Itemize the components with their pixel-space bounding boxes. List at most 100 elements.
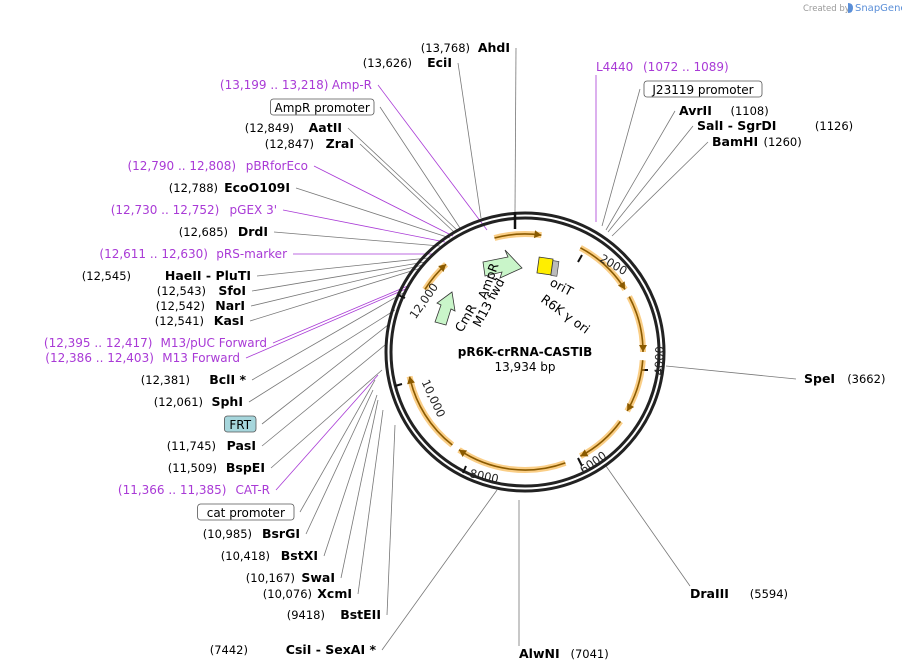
right-bamhi-name: BamHI [712,134,758,149]
left-m13-puc-forward-connector [272,284,411,344]
left-frt-label: FRT [229,418,251,432]
left-drdi-name: DrdI [238,224,268,239]
left-aatii-name: AatII [309,120,342,135]
right-j23119-promoter-label: J23119 promoter [651,83,753,97]
left-pasi-name: PasI [227,438,256,453]
right-spei-name: SpeI [804,371,835,386]
left-ecoo109i-name: EcoO109I [224,180,290,195]
right-spei-connector [665,365,797,380]
left-bsrgi-coord: (10,985) [203,527,252,541]
major-tick [397,294,406,299]
left-aatii-coord: (12,849) [245,121,294,135]
left-kasi-coord: (12,541) [155,314,204,328]
arc-top-right-arrowhead [617,281,626,290]
left-haeii-pluti-coord: (12,545) [82,269,131,283]
arc-right-3-arrowhead [580,449,589,457]
left-sfoi-coord: (12,543) [157,284,206,298]
right-draiii-coord: (5594) [750,587,788,601]
left-pgex-3-coord: (12,730 .. 12,752) [111,203,220,217]
left-xcmi-connector [357,409,384,595]
left-csii-sexai-name: CsiI - SexAI * [286,642,377,657]
right-l4440-name: L4440 [596,60,633,74]
tick-4000: 4000 [652,346,667,376]
left-amp-r-name: Amp-R [332,78,372,92]
left-bspei-name: BspEI [226,460,265,475]
feature-arcs [406,230,647,473]
left-ampr-promoter-connector [379,106,461,229]
left-bcli-coord: (12,381) [141,373,190,387]
left-kasi-name: KasI [214,313,244,328]
backbone-outer [384,211,666,493]
snapgene-brand: SnapGene [855,3,902,14]
left-csii-sexai-coord: (7442) [210,643,248,657]
left-drdi-coord: (12,685) [179,225,228,239]
left-bsteii-name: BstEII [340,607,381,622]
created-by-text: Created by [803,4,850,14]
left-haeii-pluti-name: HaeII - PluTI [165,268,251,283]
right-draiii-name: DraIII [690,586,729,601]
arc-bottom-left-arrowhead [407,376,415,385]
snapgene-logo-icon [848,3,853,13]
r6k-label: R6K γ ori [538,291,592,336]
major-tick [577,457,583,467]
right-bamhi-coord: (1260) [764,135,802,149]
left-m13-puc-forward-coord: (12,395 .. 12,417) [44,336,153,350]
plasmid-name: pR6K-crRNA-CASTIB [458,345,593,359]
arc-right-1 [626,295,646,353]
left-pgex-3-connector [282,209,446,243]
right-avrii-connector [605,110,676,231]
left-csii-sexai-connector [381,489,498,651]
left-drdi-connector [273,231,441,247]
left-ecoo109i-coord: (12,788) [169,181,218,195]
left-cat-r-name: CAT-R [235,483,270,497]
left-kasi-connector [249,267,422,322]
major-tick [394,383,403,387]
left-nari-coord: (12,542) [156,299,205,313]
left-m13-puc-forward-name: M13/pUC Forward [160,336,267,350]
arc-right-1-arrowhead [639,345,647,352]
left-zrai-coord: (12,847) [265,137,314,151]
left-pbrforeco-connector [313,165,454,237]
right-label-column: L4440(1072 .. 1089)J23119 promoterAvrII(… [519,60,885,661]
ampr-feature [482,249,523,279]
left-bcli-connector [251,291,406,381]
right-spei-coord: (3662) [847,372,885,386]
left-bstxi-connector [323,394,378,557]
left-amp-r-connector [377,84,488,231]
left-pasi-coord: (11,745) [167,439,216,453]
left-prs-marker-name: pRS-marker [216,247,287,261]
left-ampr-promoter-box [269,98,375,116]
right-bamhi-connector [611,141,709,237]
left-sphi-name: SphI [211,394,243,409]
left-pasi-connector [261,344,386,447]
right-draiii-connector [605,465,691,587]
left-xcmi-name: XcmI [317,586,352,601]
tick-marks [394,254,648,474]
left-nari-connector [250,264,424,307]
left-bsteii-connector [386,424,396,616]
arc-top-arrowhead [533,230,542,239]
left-swai-name: SwaI [301,570,335,585]
left-pgex-3-name: pGEX 3' [230,203,277,217]
left-ahdi-connector [514,47,517,213]
left-sfoi-name: SfoI [218,283,246,298]
left-cat-r-connector [275,374,379,491]
left-zrai-name: ZraI [326,136,354,151]
plasmid-size: 13,934 bp [494,360,555,374]
left-aatii-connector [347,127,458,231]
right-j23119-promoter-box [643,80,763,98]
left-amp-r-coord: (13,199 .. 13,218) [220,78,329,92]
left-bstxi-name: BstXI [281,548,318,563]
left-m13-forward-connector [245,287,409,359]
left-cat-promoter-connector [299,379,376,513]
arc-right-2-arrowhead [627,402,635,411]
arc-bottom-left-line [408,376,453,446]
arc-bottom-arrowhead [459,449,468,458]
left-m13-forward-name: M13 Forward [162,351,240,365]
arc-right-2 [624,359,646,413]
cmr-feature [434,291,456,326]
left-xcmi-coord: (10,076) [263,587,312,601]
left-ahdi-name: AhdI [478,40,510,55]
label-connectors [245,47,797,651]
major-tick [577,254,583,263]
